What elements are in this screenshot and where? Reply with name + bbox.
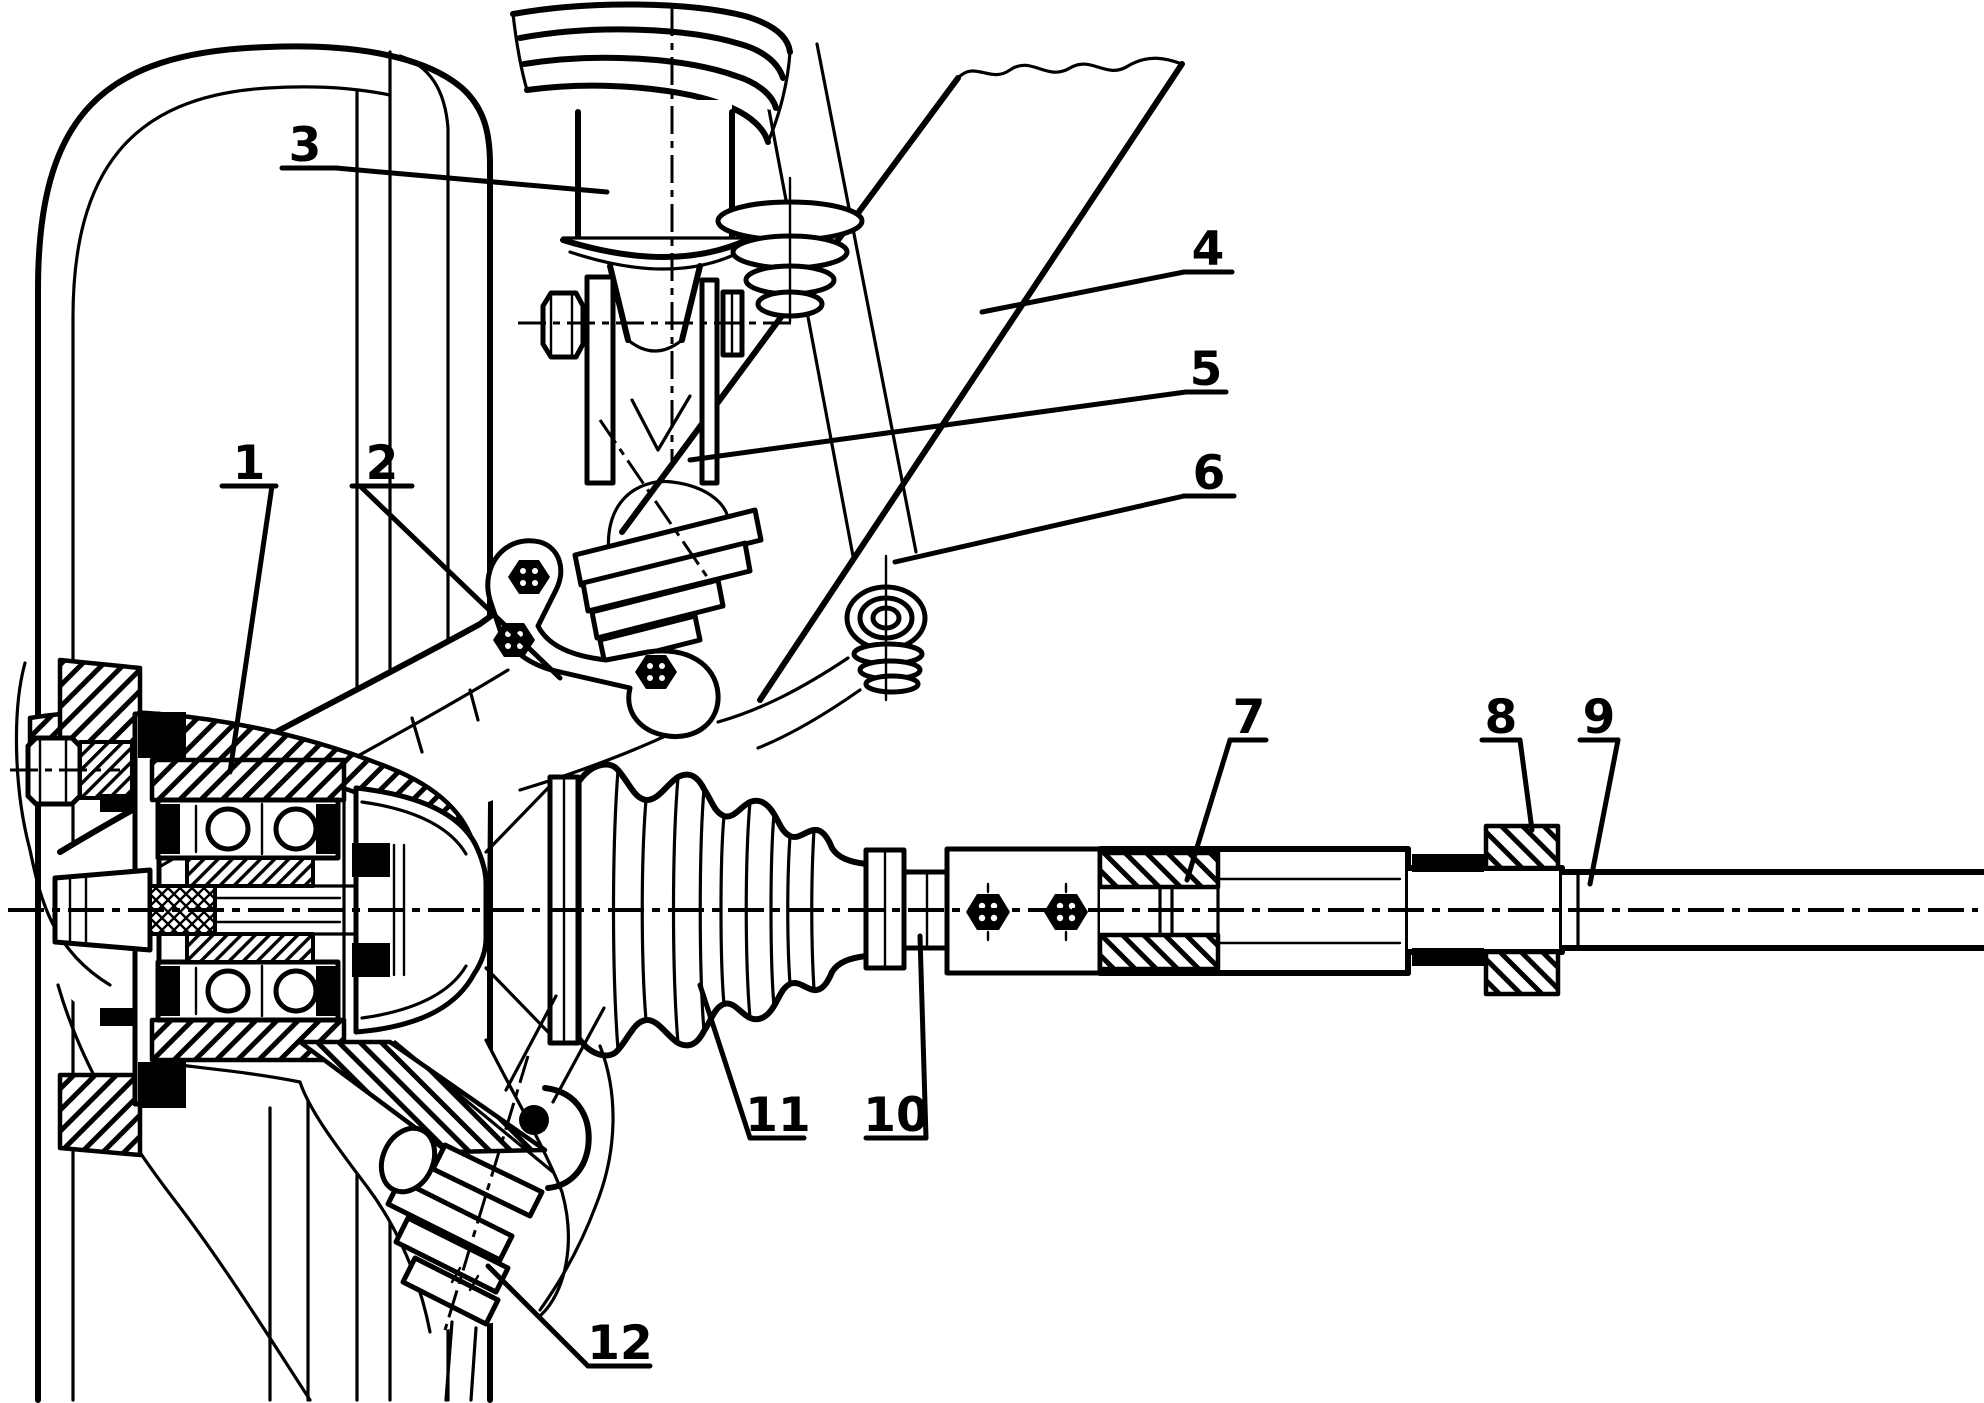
bracket-bolt bbox=[508, 560, 550, 594]
callout-10: 10 bbox=[863, 933, 929, 1143]
callout-4: 4 bbox=[979, 222, 1235, 315]
callout-leader-10 bbox=[917, 933, 929, 1141]
callout-leader-5 bbox=[687, 389, 1189, 463]
callout-leader-12 bbox=[485, 1263, 591, 1369]
callout-5: 5 bbox=[687, 342, 1229, 463]
callout-number-1: 1 bbox=[233, 436, 266, 491]
callout-number-10: 10 bbox=[863, 1088, 928, 1143]
axle-shaft-assembly bbox=[1097, 823, 1984, 997]
callout-2: 2 bbox=[349, 436, 563, 681]
callout-leader-1 bbox=[227, 483, 275, 775]
callout-leader-9 bbox=[1587, 737, 1621, 887]
callout-leader-6 bbox=[892, 493, 1187, 565]
callout-leader-3 bbox=[333, 165, 610, 195]
callout-number-4: 4 bbox=[1192, 222, 1225, 277]
callout-leader-4 bbox=[979, 269, 1187, 315]
callout-number-6: 6 bbox=[1193, 446, 1226, 501]
link-upper-mount bbox=[715, 176, 865, 324]
callout-12: 12 bbox=[485, 1263, 653, 1371]
callout-11: 11 bbox=[697, 982, 811, 1143]
callout-number-5: 5 bbox=[1190, 342, 1223, 397]
callout-number-7: 7 bbox=[1233, 690, 1266, 745]
link-lower-bushing bbox=[716, 554, 928, 750]
strut-assembly bbox=[510, 0, 793, 486]
callout-number-11: 11 bbox=[745, 1088, 810, 1143]
callout-leader-7 bbox=[1184, 737, 1233, 883]
coupling-bolt bbox=[1044, 882, 1088, 942]
ball-joint-assembly bbox=[297, 994, 615, 1402]
callout-7: 7 bbox=[1184, 690, 1269, 883]
callout-6: 6 bbox=[892, 446, 1237, 565]
callout-1: 1 bbox=[219, 436, 279, 775]
callout-8: 8 bbox=[1479, 690, 1535, 833]
callout-number-2: 2 bbox=[366, 436, 399, 491]
callout-leader-11 bbox=[697, 982, 753, 1141]
callout-number-3: 3 bbox=[289, 118, 322, 173]
callout-3: 3 bbox=[279, 118, 610, 195]
callout-leader-2 bbox=[357, 483, 563, 681]
centerlines bbox=[8, 8, 1978, 1331]
callout-9: 9 bbox=[1577, 690, 1621, 887]
knuckle-bracket bbox=[485, 538, 721, 740]
spring-pad-stack bbox=[572, 479, 764, 667]
callout-number-12: 12 bbox=[587, 1316, 652, 1371]
bracket-bolt bbox=[635, 655, 677, 689]
callout-number-8: 8 bbox=[1485, 690, 1518, 745]
callout-number-9: 9 bbox=[1583, 690, 1616, 745]
callout-leader-8 bbox=[1517, 737, 1535, 833]
